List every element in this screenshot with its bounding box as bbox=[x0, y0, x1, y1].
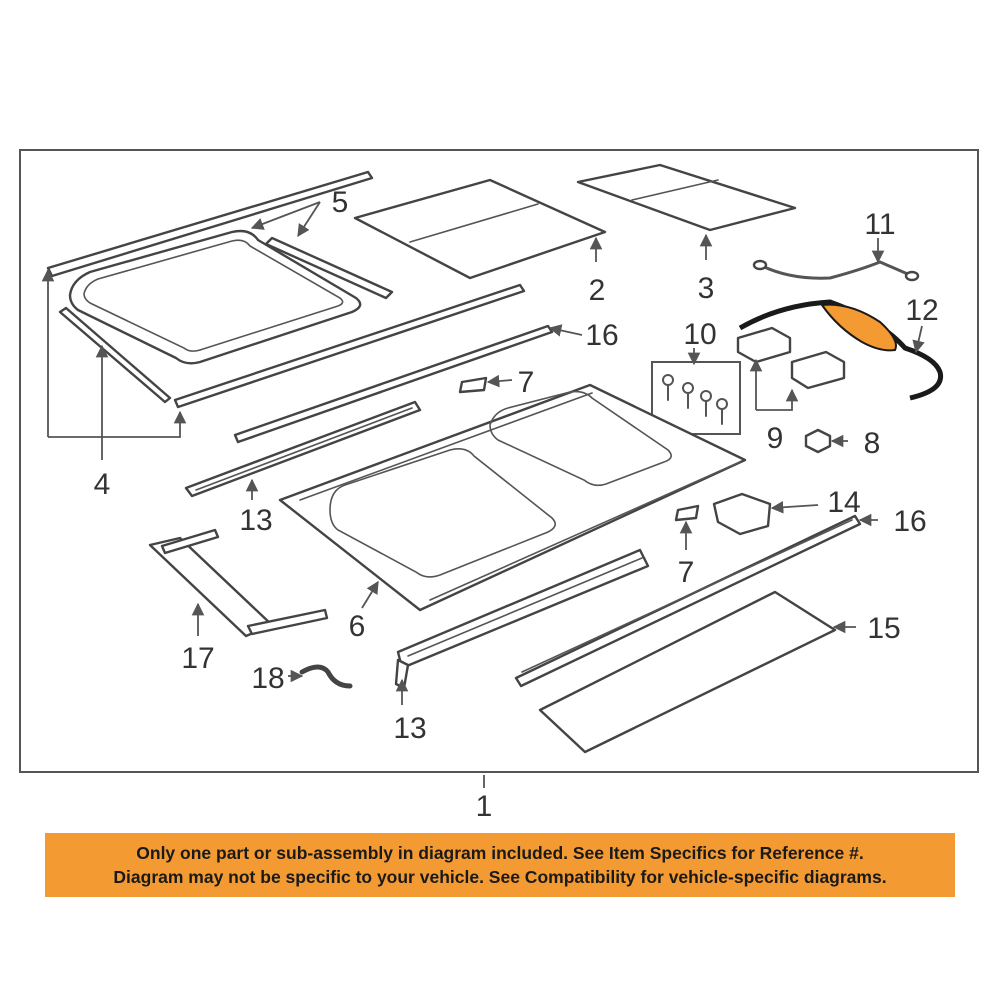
part-6-frame bbox=[278, 383, 747, 612]
callout-1: 1 bbox=[476, 790, 493, 823]
part-7-clip-lower bbox=[674, 504, 700, 522]
callout-5: 5 bbox=[332, 186, 349, 219]
part-14-bracket bbox=[712, 492, 772, 536]
callout-7-lower: 7 bbox=[678, 556, 695, 589]
callout-17: 17 bbox=[181, 642, 214, 675]
part-8-nut bbox=[804, 428, 832, 454]
part-4-rails bbox=[46, 170, 526, 409]
callout-13-upper: 13 bbox=[239, 504, 272, 537]
callout-3: 3 bbox=[698, 272, 715, 305]
part-9-motor-units bbox=[736, 326, 846, 390]
callout-11: 11 bbox=[864, 208, 895, 241]
disclaimer-line-2: Diagram may not be specific to your vehi… bbox=[113, 867, 887, 887]
callout-15: 15 bbox=[867, 612, 900, 645]
callout-9: 9 bbox=[767, 422, 784, 455]
part-11-cable bbox=[752, 259, 920, 282]
part-17-deflector bbox=[148, 528, 329, 638]
callout-6: 6 bbox=[349, 610, 366, 643]
part-3-glass-panel bbox=[576, 163, 797, 232]
disclaimer-banner: Only one part or sub-assembly in diagram… bbox=[45, 833, 955, 897]
callout-16-upper: 16 bbox=[585, 319, 618, 352]
part-7-clip-upper bbox=[458, 376, 488, 394]
leader-lines bbox=[41, 201, 925, 788]
part-13-lower-rail bbox=[394, 548, 650, 690]
callout-14: 14 bbox=[827, 486, 860, 519]
callout-labels: 1 2 3 4 5 6 7 7 8 9 10 11 12 13 13 14 16… bbox=[94, 186, 939, 823]
disclaimer-line-1: Only one part or sub-assembly in diagram… bbox=[136, 843, 864, 863]
callout-10: 10 bbox=[683, 318, 716, 351]
callout-8: 8 bbox=[864, 427, 881, 460]
part-15-panel bbox=[538, 590, 837, 754]
diagram-frame bbox=[19, 149, 979, 773]
callout-16-lower: 16 bbox=[893, 505, 926, 538]
callout-4: 4 bbox=[94, 468, 111, 501]
callout-7-upper: 7 bbox=[518, 366, 535, 399]
part-13-upper-rail bbox=[184, 400, 422, 498]
part-12-drain-hose bbox=[738, 299, 944, 401]
callout-2: 2 bbox=[589, 274, 606, 307]
part-2-glass-panel bbox=[353, 178, 607, 280]
callout-13-lower: 13 bbox=[393, 712, 426, 745]
callout-18: 18 bbox=[251, 662, 284, 695]
callout-12: 12 bbox=[905, 294, 938, 327]
part-18-hose bbox=[299, 664, 353, 689]
part-5-seal-strip bbox=[264, 236, 394, 300]
